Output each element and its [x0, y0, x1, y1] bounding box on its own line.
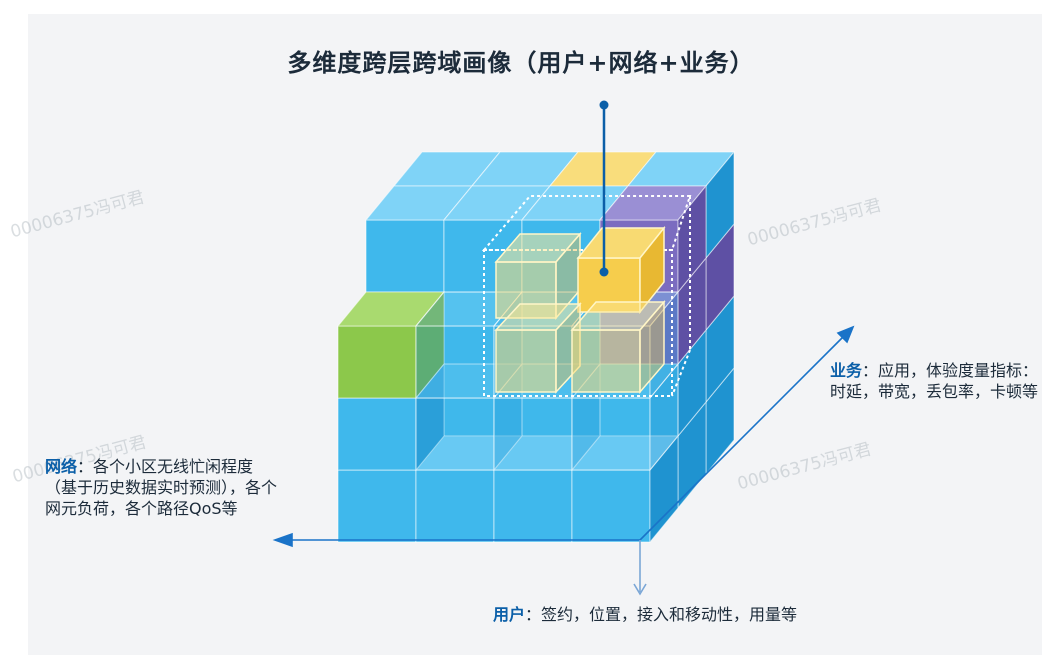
network-label: 网络：各个小区无线忙闲程度（基于历史数据实时预测），各个网元负荷，各个路径QoS…: [45, 456, 285, 519]
user-label-key: 用户: [493, 605, 526, 624]
sub-cubes: [494, 225, 666, 395]
sub-cube-top-right: [576, 225, 666, 315]
user-label-text: ：签约，位置，接入和移动性，用量等: [525, 605, 798, 624]
network-axis-arrow: [272, 532, 293, 548]
blue-cube: [570, 434, 680, 544]
business-axis-arrow: [836, 325, 855, 344]
business-axis: [639, 334, 846, 541]
highlight-front: [483, 249, 673, 397]
sub-cube-bottom-right: [570, 299, 666, 395]
user-axis-arrow: [633, 583, 647, 596]
network-label-key: 网络: [45, 457, 78, 476]
green-cube: [336, 290, 446, 400]
pointer-line: [599, 100, 609, 277]
user-label: 用户：签约，位置，接入和移动性，用量等: [493, 604, 813, 625]
network-label-text: ：各个小区无线忙闲程度（基于历史数据实时预测），各个网元负荷，各个路径QoS等: [45, 457, 278, 518]
business-label-key: 业务: [830, 361, 863, 380]
diagram-title: 多维度跨层跨域画像（用户+网络+业务）: [287, 49, 755, 77]
business-label: 业务：应用，体验度量指标：时延，带宽，丢包率，卡顿等: [830, 360, 1040, 402]
sub-cube-bottom-left: [494, 302, 582, 394]
business-label-text: ：应用，体验度量指标：时延，带宽，丢包率，卡顿等: [830, 361, 1039, 401]
axes: [272, 325, 855, 596]
